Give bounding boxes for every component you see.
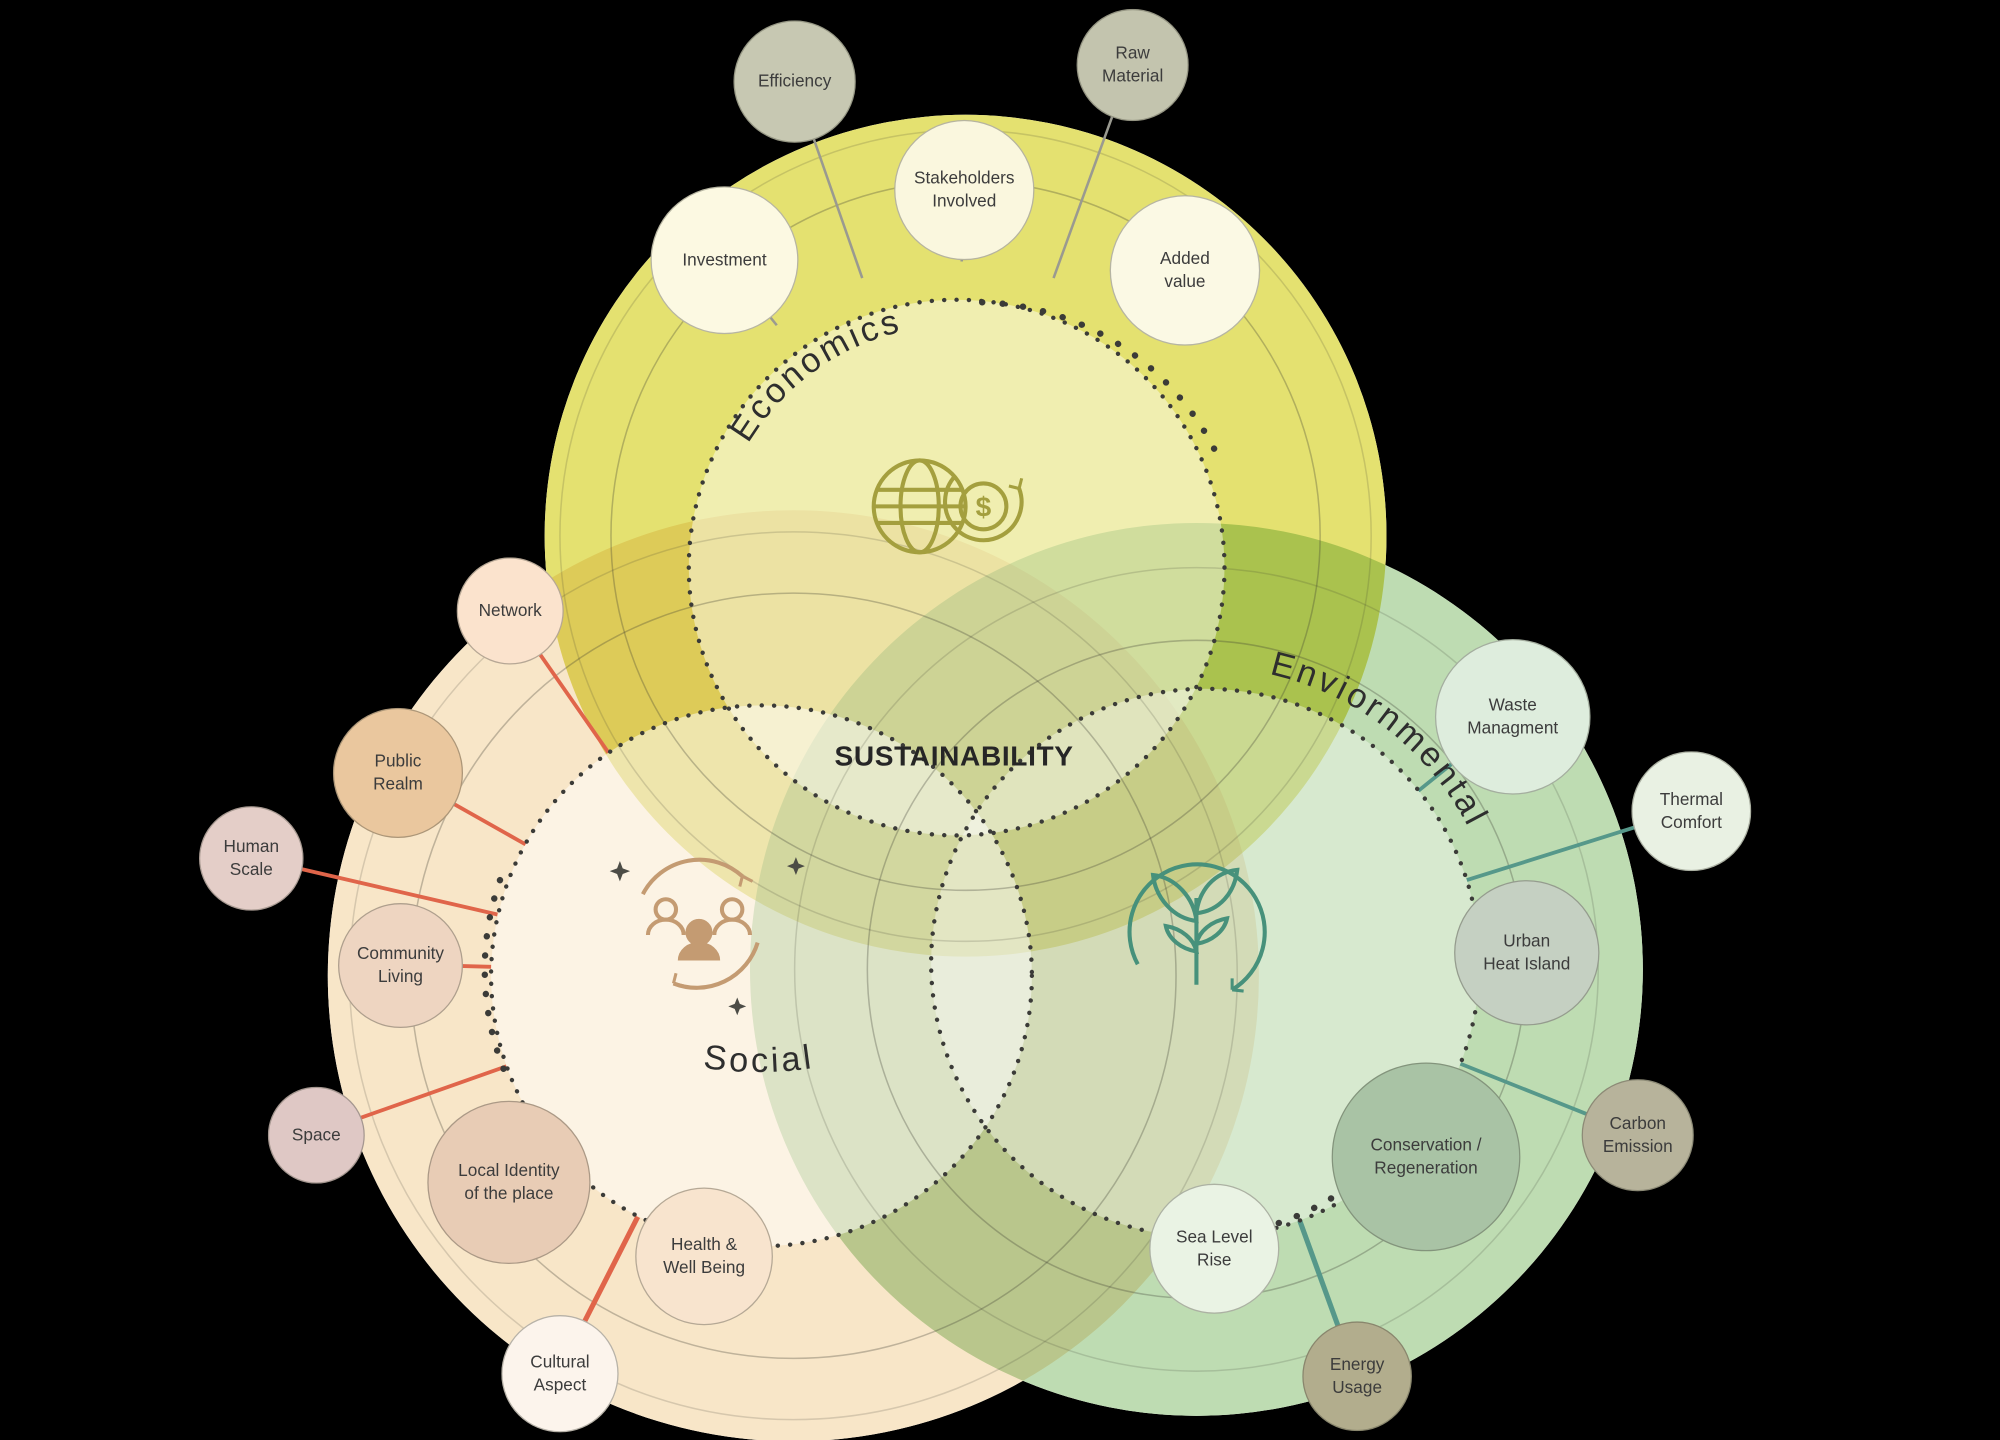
satellite-label: Thermal Comfort [1659,790,1723,832]
satellite-label: Urban Heat Island [1483,931,1571,974]
economics-inner-disc [688,299,1225,836]
satellite-public-realm: Public Realm [332,707,464,839]
social-label: Social [702,1038,817,1080]
economics-dot-accent [978,299,1218,453]
satellite-space: Space [267,1086,365,1184]
satellite-health-well-being: Health & Well Being [635,1187,773,1326]
sparkle-icon [786,857,805,875]
satellite-conservation-regeneration: Conservation / Regeneration [1331,1062,1521,1252]
satellite-label: Investment [682,250,767,270]
satellite-carbon-emission: Carbon Emission [1581,1079,1694,1192]
satellite-label: Conservation / Regeneration [1370,1135,1482,1178]
environmental-inner-disc [931,688,1480,1238]
dollar-glyph: $ [976,492,992,523]
satellite-added-value: Added value [1109,195,1261,346]
social-inner-disc [491,705,1032,1247]
satellite-label: Efficiency [757,71,832,91]
sparkle-icon [728,997,747,1016]
satellite-label: Community Living [356,944,445,986]
satellite-label: Waste Managment [1467,695,1559,738]
globe-dollar-icon: $ [871,458,1024,555]
satellite-label: Network [478,601,542,621]
satellite-cultural-aspect: Cultural Aspect [501,1315,619,1433]
satellite-local-identity: Local Identity of the place [427,1100,591,1265]
satellite-community-living: Community Living [338,903,464,1029]
satellite-investment: Investment [650,186,799,335]
satellite-label: Stakeholders Involved [914,168,1015,211]
satellite-label: Cultural Aspect [530,1352,590,1395]
satellite-energy-usage: Energy Usage [1302,1321,1412,1432]
satellite-label: Human Scale [223,837,280,879]
satellite-label: Local Identity of the place [458,1161,560,1203]
satellite-label: Added value [1160,249,1210,291]
satellite-label: Energy Usage [1329,1355,1385,1397]
people-cycle-icon [641,857,760,990]
economics-dotted-ring [686,297,1227,838]
satellite-thermal-comfort: Thermal Comfort [1631,751,1752,872]
satellite-label: Public Realm [373,751,423,794]
sparkle-icons [609,857,805,1016]
satellite-urban-heat-island: Urban Heat Island [1454,880,1600,1026]
satellite-sea-level-rise: Sea Level Rise [1149,1183,1280,1314]
center-title: SUSTAINABILITY [834,739,1074,772]
satellite-stakeholders-involved: Stakeholders Involved [894,119,1035,261]
social-dotted-ring [488,703,1035,1249]
satellite-waste-managment: Waste Managment [1434,639,1591,795]
satellite-label: Space [291,1125,341,1145]
satellite-network: Network [456,557,564,665]
satellite-human-scale: Human Scale [198,806,304,911]
satellite-label: Sea Level Rise [1175,1227,1253,1270]
sparkle-icon [609,860,631,882]
satellite-label: Raw Material [1102,43,1164,86]
satellite-label: Carbon Emission [1602,1114,1673,1156]
satellite-raw-material: Raw Material [1076,8,1189,122]
satellite-efficiency: Efficiency [733,20,856,143]
plant-cycle-icon [1127,862,1267,993]
satellite-label: Health & Well Being [663,1235,746,1277]
